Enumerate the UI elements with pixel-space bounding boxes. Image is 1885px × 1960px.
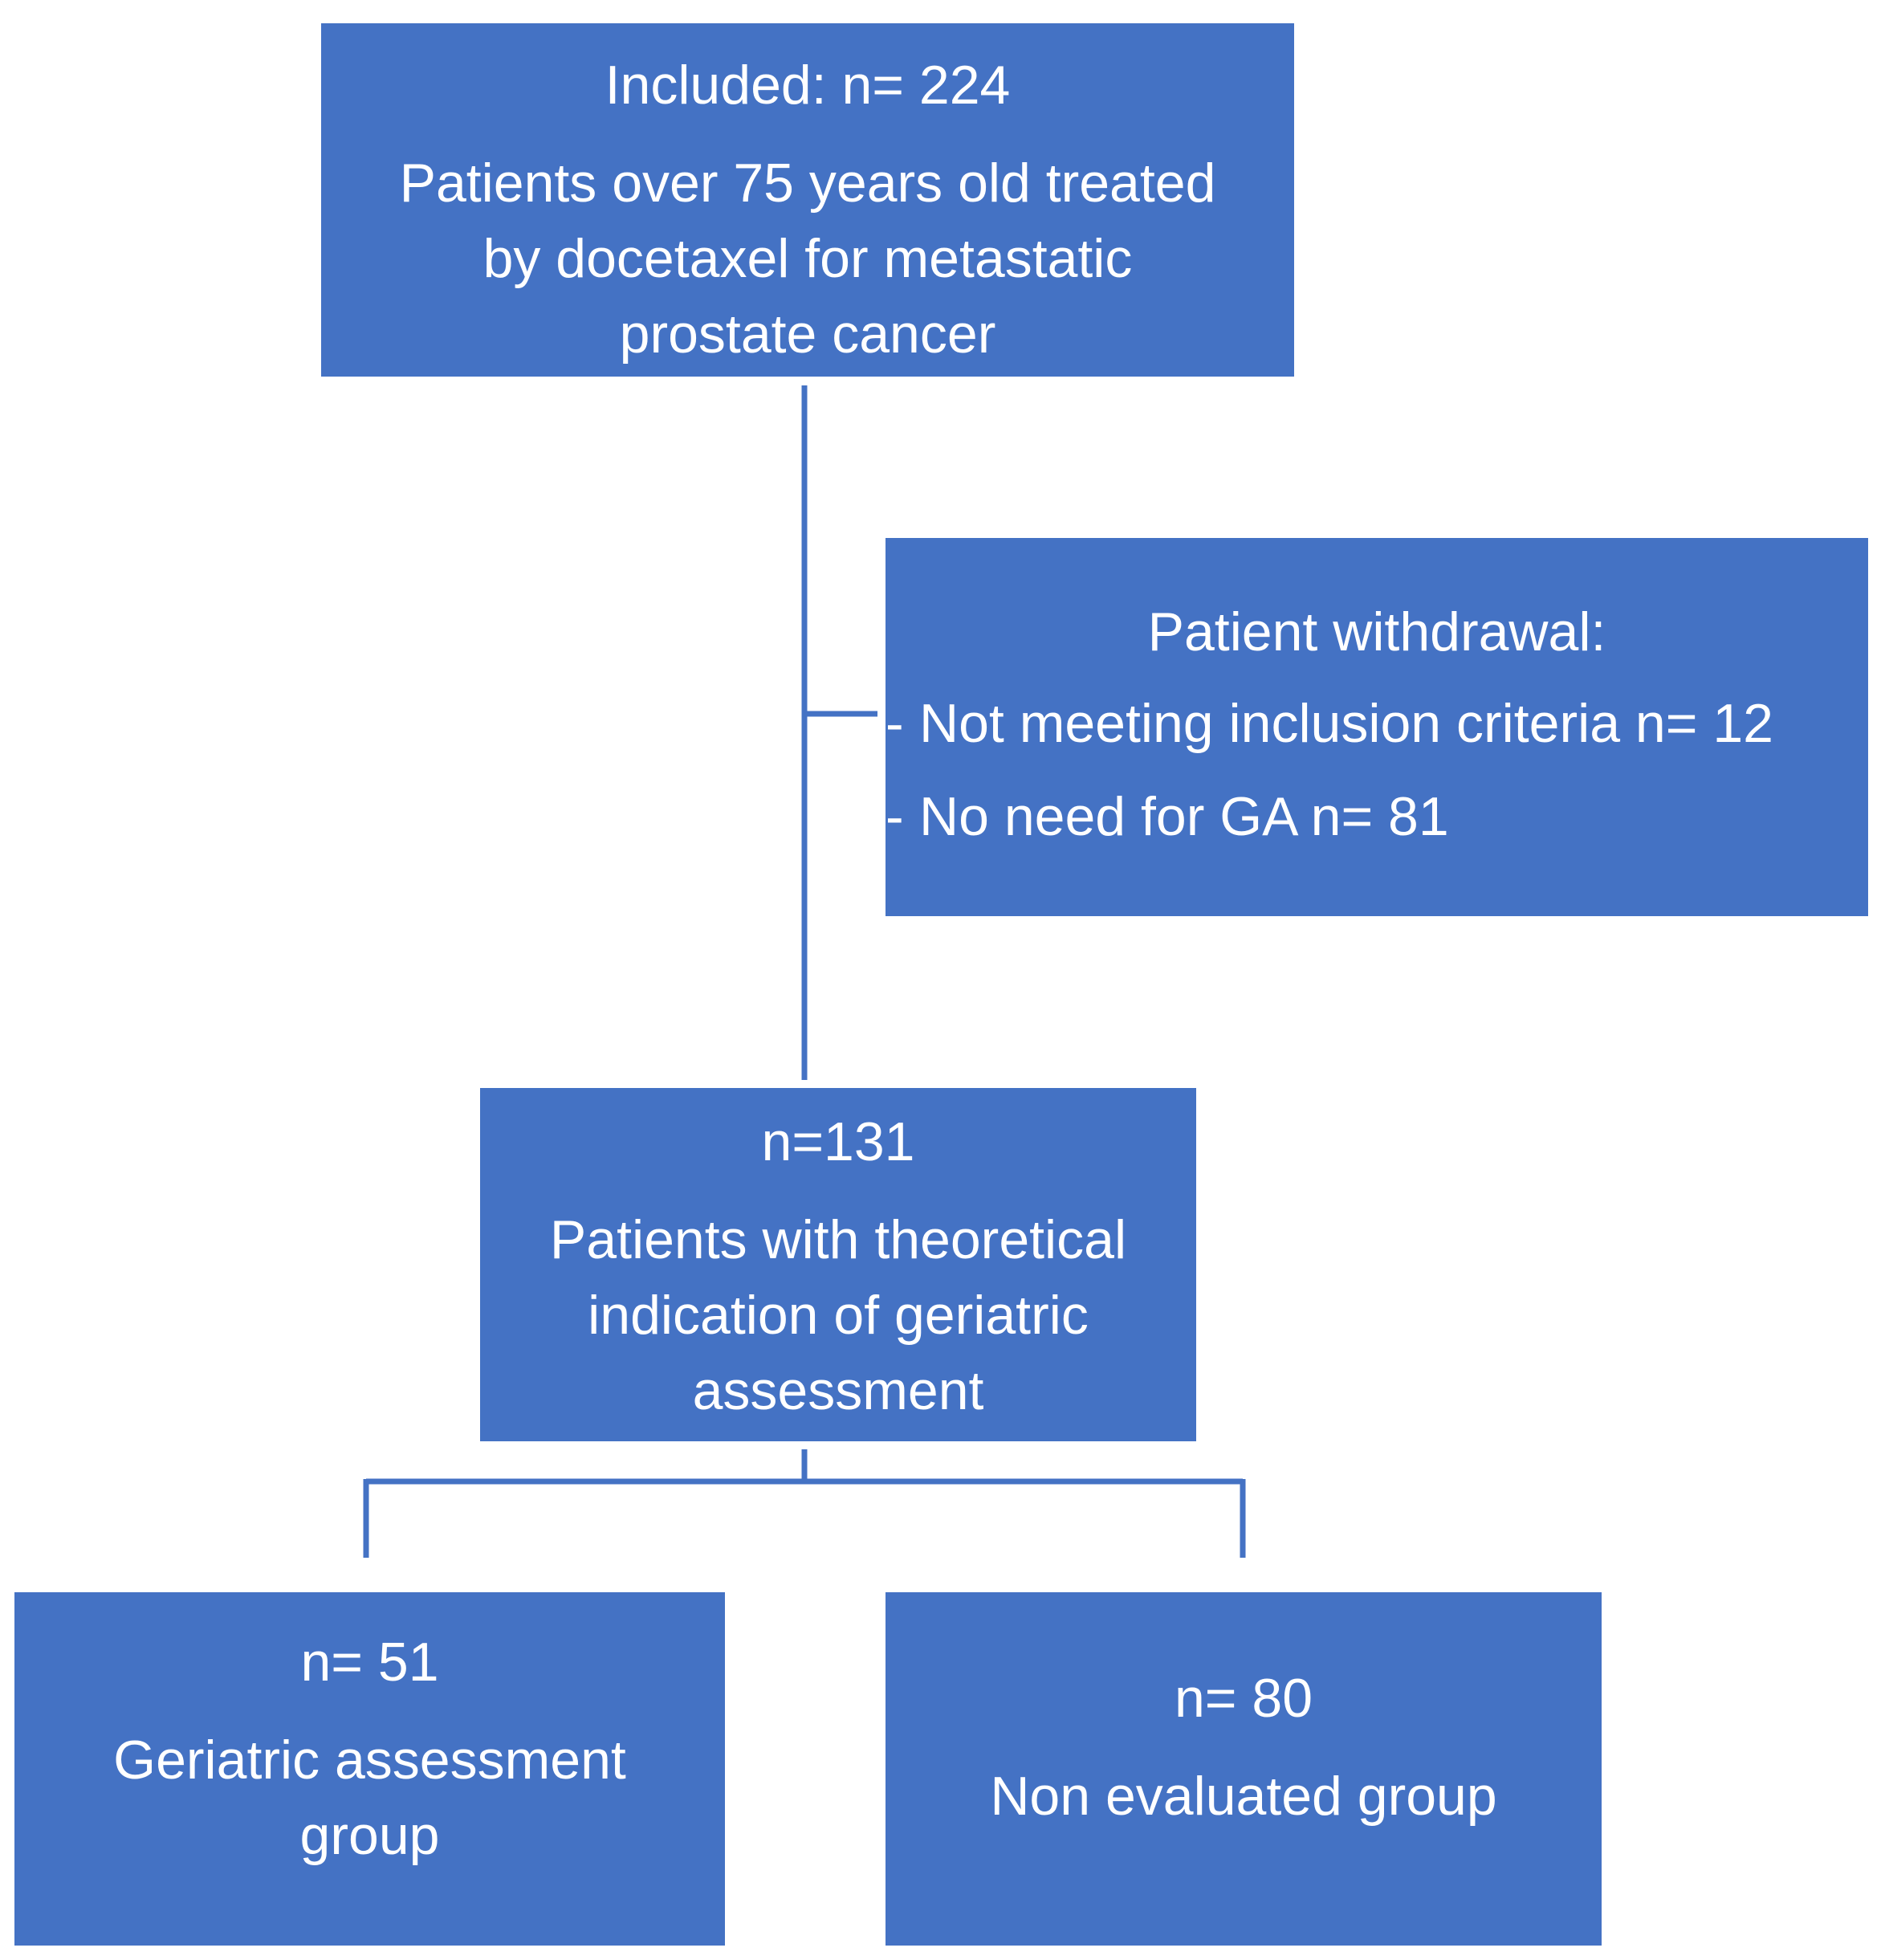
ga-group-box: n= 51 Geriatric assessment group bbox=[14, 1592, 725, 1946]
non-evaluated-box: n= 80 Non evaluated group bbox=[886, 1592, 1602, 1946]
theoretical-description: Patients with theoretical indication of … bbox=[550, 1202, 1126, 1428]
theoretical-count: n=131 bbox=[761, 1111, 915, 1172]
withdrawal-item-dash: - bbox=[886, 693, 904, 754]
withdrawal-item-dash: - bbox=[886, 786, 904, 847]
included-box: Included: n= 224 Patients over 75 years … bbox=[321, 23, 1294, 377]
theoretical-line: assessment bbox=[692, 1360, 984, 1421]
withdrawal-item-text: Not meeting inclusion criteria n= 12 bbox=[919, 693, 1773, 754]
withdrawal-item-text: No need for GA n= 81 bbox=[919, 786, 1449, 847]
theoretical-line: indication of geriatric bbox=[588, 1285, 1089, 1346]
withdrawal-box: Patient withdrawal: -Not meeting inclusi… bbox=[886, 538, 1868, 916]
included-line: prostate cancer bbox=[619, 304, 996, 365]
included-line: by docetaxel for metastatic bbox=[482, 228, 1133, 289]
ga-group-description: Geriatric assessment group bbox=[113, 1722, 626, 1873]
included-count: Included: n= 224 bbox=[605, 55, 1011, 116]
included-line: Patients over 75 years old treated bbox=[399, 153, 1216, 214]
non-evaluated-line: Non evaluated group bbox=[990, 1766, 1497, 1827]
included-description: Patients over 75 years old treated by do… bbox=[400, 145, 1216, 372]
ga-group-line: Geriatric assessment bbox=[113, 1730, 626, 1791]
withdrawal-item: -No need for GA n= 81 bbox=[886, 779, 1449, 854]
theoretical-indication-box: n=131 Patients with theoretical indicati… bbox=[480, 1088, 1196, 1441]
theoretical-line: Patients with theoretical bbox=[549, 1209, 1127, 1270]
non-evaluated-description: Non evaluated group bbox=[990, 1758, 1496, 1834]
ga-group-count: n= 51 bbox=[300, 1632, 439, 1693]
withdrawal-title: Patient withdrawal: bbox=[1147, 601, 1606, 662]
non-evaluated-count: n= 80 bbox=[1174, 1668, 1313, 1729]
withdrawal-item: -Not meeting inclusion criteria n= 12 bbox=[886, 686, 1773, 761]
ga-group-line: group bbox=[299, 1805, 440, 1866]
